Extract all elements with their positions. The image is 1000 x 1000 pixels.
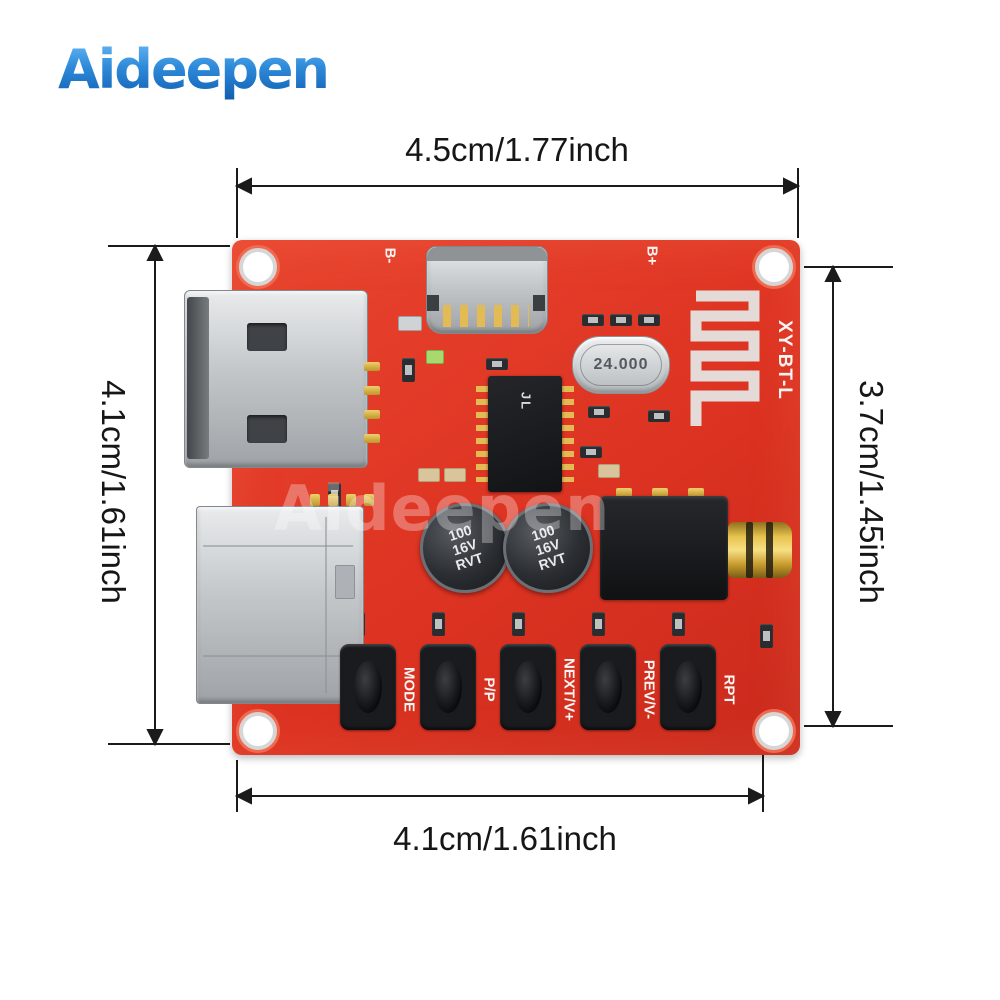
smd-component [672, 612, 685, 636]
usb-solder-pin [364, 362, 380, 371]
usb-solder-pin [364, 410, 380, 419]
smd-component [582, 314, 604, 326]
model-label: XY-BT-L [774, 320, 795, 400]
ic-pins-left [476, 386, 488, 482]
main-ic-chip: JL [488, 376, 562, 492]
usb-opening [187, 297, 209, 459]
sd-solder-pin [346, 494, 356, 506]
slot-etch-line [203, 545, 353, 547]
status-led [426, 350, 444, 364]
jack-solder-pin [688, 488, 704, 497]
micro-usb-anchor [533, 295, 545, 311]
mounting-hole [239, 712, 277, 750]
smd-component [398, 316, 422, 331]
tactile-button-mode [340, 644, 396, 730]
micro-usb-port [426, 246, 548, 334]
button-label-mode: MODE [400, 667, 418, 712]
tactile-button-pp [420, 644, 476, 730]
crystal-frequency-label: 24.000 [593, 356, 649, 373]
dimension-label-bottom: 4.1cm/1.61inch [393, 820, 617, 857]
button-label-rpt: RPT [720, 674, 738, 705]
brand-logo: Aideepen [58, 38, 330, 101]
usb-latch-hole [247, 323, 287, 351]
mounting-hole [239, 248, 277, 286]
slot-spring [335, 565, 355, 599]
dimension-label-top: 4.5cm/1.77inch [405, 131, 629, 168]
smd-component [638, 314, 660, 326]
capacitor-marking: 100 16V RVT [445, 522, 486, 574]
usb-solder-pin [364, 434, 380, 443]
smd-component [648, 410, 670, 422]
electrolytic-capacitor: 100 16V RVT [420, 503, 510, 593]
crystal-outline [580, 344, 662, 386]
audio-jack [600, 496, 728, 600]
smd-component [598, 464, 620, 478]
mounting-hole [755, 712, 793, 750]
micro-usb-lip [427, 247, 547, 261]
micro-usb-pins [443, 305, 529, 327]
usb-solder-pin [364, 386, 380, 395]
bluetooth-antenna-icon [690, 290, 760, 426]
tactile-button-prev [580, 644, 636, 730]
button-label-prev: PREV/V- [640, 659, 658, 720]
smd-component [432, 612, 445, 636]
ic-pins-right [562, 386, 574, 482]
jack-ring [746, 522, 753, 578]
tactile-button-next [500, 644, 556, 730]
jack-solder-pin [616, 488, 632, 497]
smd-component [418, 468, 440, 482]
pcb-board: B- B+ XY-BT-L 24.000 [184, 240, 800, 755]
sd-solder-pin [364, 494, 374, 506]
audio-jack-barrel [728, 522, 792, 578]
micro-usb-anchor [427, 295, 439, 311]
microsd-slot [196, 506, 364, 704]
jack-solder-pin [652, 488, 668, 497]
smd-component [444, 468, 466, 482]
ic-brand-label: JL [518, 391, 534, 412]
button-label-pp: P/P [480, 677, 498, 702]
sd-solder-pin [328, 494, 338, 506]
dimension-label-left: 4.1cm/1.61inch [95, 380, 132, 604]
smd-component [402, 358, 415, 382]
sd-solder-pin [310, 494, 320, 506]
smd-component [610, 314, 632, 326]
battery-terminal-plus-label: B+ [643, 245, 661, 266]
smd-component [512, 612, 525, 636]
jack-ring [766, 522, 773, 578]
usb-a-port [184, 290, 368, 468]
smd-component [592, 612, 605, 636]
crystal-oscillator: 24.000 [572, 336, 670, 394]
usb-latch-hole [247, 415, 287, 443]
mounting-hole [755, 248, 793, 286]
slot-etch-line [325, 517, 327, 693]
battery-terminal-minus-label: B- [381, 247, 399, 264]
smd-component [588, 406, 610, 418]
dimension-label-right: 3.7cm/1.45inch [853, 380, 890, 604]
tactile-button-rpt [660, 644, 716, 730]
smd-component [580, 446, 602, 458]
slot-etch-line [203, 655, 353, 657]
capacitor-marking: 100 16V RVT [528, 522, 569, 574]
electrolytic-capacitor: 100 16V RVT [503, 503, 593, 593]
smd-component [760, 624, 773, 648]
smd-component [486, 358, 508, 370]
button-label-next: NEXT/V+ [560, 658, 578, 721]
